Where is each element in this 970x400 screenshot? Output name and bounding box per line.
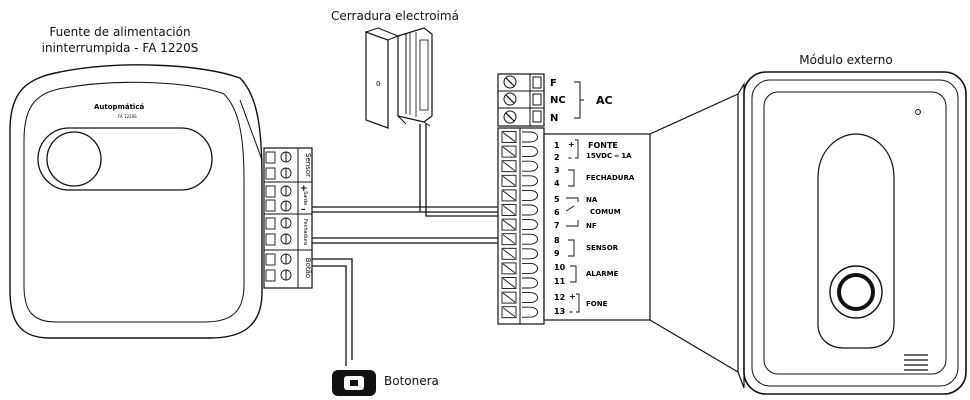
lock-label: Cerradura electroimá bbox=[331, 9, 459, 23]
comum-label: COMUM bbox=[590, 208, 621, 216]
power-supply-label-line1: Fuente de alimentación bbox=[49, 25, 190, 39]
terminal-screw-slot-8 bbox=[502, 234, 516, 245]
terminal-clamp-7 bbox=[522, 219, 538, 231]
pin-6: 6 bbox=[554, 208, 560, 217]
connector-perspective bbox=[649, 93, 739, 373]
terminal-rows bbox=[501, 131, 538, 319]
terminal-clamp-10 bbox=[522, 262, 538, 274]
button-panel bbox=[332, 370, 376, 396]
electromagnetic-lock: 0 bbox=[364, 27, 433, 129]
terminal-screw-slot-13 bbox=[502, 307, 516, 318]
terminal-screw-slot-12 bbox=[502, 292, 516, 303]
pin-11: 11 bbox=[554, 277, 566, 286]
pin-7: 7 bbox=[554, 221, 560, 230]
fonte-spec: 15VDC ═ 1A bbox=[586, 152, 632, 160]
terminal-clamp-11 bbox=[522, 277, 538, 289]
terminal-screw-slot-5 bbox=[502, 190, 516, 201]
wires bbox=[312, 124, 498, 366]
pin-12-sign: + bbox=[569, 292, 576, 301]
pin-13-sign: – bbox=[569, 307, 573, 316]
terminal-screw-slot-7 bbox=[502, 219, 516, 230]
status-led bbox=[915, 109, 921, 115]
terminal-label-sensor: Sensor bbox=[304, 153, 312, 177]
terminal-labels: 1 + FONTE 2 – 15VDC ═ 1A 3 4 FECHADURA 5… bbox=[554, 139, 635, 316]
call-button bbox=[837, 273, 875, 311]
pin-1-sign: + bbox=[568, 140, 575, 149]
pin-4: 4 bbox=[554, 179, 560, 188]
lock-mark: 0 bbox=[376, 80, 380, 88]
terminal-clamp-5 bbox=[522, 189, 538, 201]
pin-3: 3 bbox=[554, 166, 560, 175]
sensor-label: SENSOR bbox=[586, 244, 619, 252]
terminal-clamp-9 bbox=[522, 248, 538, 260]
terminal-clamp-13 bbox=[522, 306, 538, 318]
pin-12: 12 bbox=[554, 293, 565, 302]
power-supply-unit: Autopmáticá FA 1220S bbox=[9, 64, 263, 339]
terminal-label-fechadura: Fechadura bbox=[302, 219, 308, 245]
indicator-circle bbox=[46, 131, 102, 187]
terminal-screw-slot-9 bbox=[502, 248, 516, 259]
pin-9: 9 bbox=[554, 249, 560, 258]
pin-5: 5 bbox=[554, 195, 560, 204]
terminal-clamp-12 bbox=[522, 292, 538, 304]
ac-pin-n: N bbox=[550, 113, 558, 124]
fonte-label: FONTE bbox=[588, 141, 618, 150]
terminal-clamp-6 bbox=[522, 204, 538, 216]
alarme-label: ALARME bbox=[586, 270, 619, 278]
terminal-screw-slot-11 bbox=[502, 278, 516, 288]
external-module bbox=[737, 71, 967, 395]
terminal-screw-slot-3 bbox=[502, 161, 516, 172]
pin-1: 1 bbox=[554, 141, 560, 150]
terminal-screw-slot-1 bbox=[502, 132, 516, 142]
terminal-clamp-8 bbox=[522, 233, 538, 245]
speaker-grille bbox=[904, 354, 928, 371]
terminal-screw-slot-2 bbox=[502, 146, 516, 157]
external-module-label: Módulo externo bbox=[799, 53, 892, 67]
power-supply-label-line2: ininterrumpida - FA 1220S bbox=[42, 41, 199, 55]
fone-label: FONE bbox=[586, 300, 608, 308]
ac-pin-nc: NC bbox=[550, 95, 566, 106]
ac-pin-f: F bbox=[550, 78, 557, 89]
pin-10: 10 bbox=[554, 263, 566, 272]
power-supply-terminal-strip: Sensor Saída + – Fechadura Botão bbox=[263, 147, 313, 289]
pin-13: 13 bbox=[554, 307, 565, 316]
terminal-label-botao: Botão bbox=[304, 258, 312, 278]
terminal-clamp-4 bbox=[522, 175, 538, 187]
ac-label: AC bbox=[596, 94, 613, 107]
ac-terminal-block: F NC N AC bbox=[497, 73, 613, 127]
fechadura-label: FECHADURA bbox=[586, 174, 635, 182]
terminal-screw-slot-10 bbox=[502, 263, 516, 274]
na-label: NA bbox=[586, 196, 598, 204]
minus-sign: – bbox=[301, 205, 306, 215]
nf-label: NF bbox=[586, 222, 597, 230]
terminal-screw-slot-4 bbox=[502, 175, 516, 186]
plus-sign: + bbox=[300, 184, 308, 194]
brand-logo: Autopmáticá bbox=[94, 103, 144, 111]
terminal-clamp-1 bbox=[522, 131, 538, 143]
model-text: FA 1220S bbox=[118, 114, 137, 119]
terminal-clamp-2 bbox=[522, 146, 538, 158]
button-panel-label: Botonera bbox=[384, 374, 439, 388]
terminal-clamp-3 bbox=[522, 160, 538, 172]
pin-2: 2 bbox=[554, 153, 560, 162]
pin-8: 8 bbox=[554, 236, 560, 245]
terminal-screw-slot-6 bbox=[502, 205, 516, 215]
pin-2-sign: – bbox=[568, 153, 572, 162]
terminal-label-saida: Saída bbox=[302, 191, 309, 205]
